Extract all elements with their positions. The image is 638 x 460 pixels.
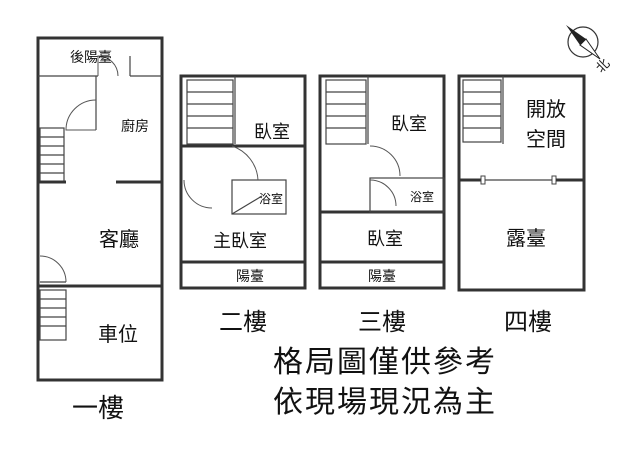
floor-4-outline — [457, 74, 586, 292]
floor-2-balcony-label: 陽臺 — [236, 269, 264, 285]
floor-4-terrace-label: 露臺 — [506, 226, 546, 250]
notice-line-2: 依現場現況為主 — [273, 385, 497, 420]
floor-1-plan: 後陽臺 廚房 客廳 車位 一樓 — [36, 36, 164, 424]
rear-balcony-door — [97, 55, 119, 77]
floor-2-label: 二樓 — [219, 308, 267, 336]
floor-3-bedroom-door — [369, 145, 401, 177]
floor-1-stairs-upper — [39, 127, 65, 183]
floor-3-stairs — [325, 79, 367, 145]
floor-2-bedroom-door — [231, 145, 259, 181]
parking-label: 車位 — [98, 322, 138, 346]
floor-2-bathroom-label: 浴室 — [259, 191, 283, 206]
floor-3-label: 三樓 — [358, 308, 406, 336]
floor-1-label: 一樓 — [72, 394, 124, 424]
floor-1-stairs-lower — [39, 289, 67, 341]
floor-4-stairs — [462, 79, 502, 143]
floor-4-plan: 開放 空間 露臺 四樓 — [457, 74, 586, 336]
floor-3-outline — [318, 74, 446, 290]
compass-north-glyph: 北 — [593, 56, 613, 76]
floor-3-balcony-label: 陽臺 — [368, 269, 396, 285]
parking-door — [39, 255, 67, 283]
floor-3-bathroom-box — [369, 177, 445, 213]
notice-line-1: 格局圖僅供參考 — [273, 345, 497, 380]
floor-3-bathroom-label: 浴室 — [410, 189, 434, 204]
floor-4-label: 四樓 — [504, 308, 552, 336]
floor-2-bathroom-box — [231, 179, 287, 215]
floor-1-outline — [36, 36, 164, 382]
compass-icon: 北 — [566, 25, 613, 76]
floor-2-master-door — [183, 179, 213, 209]
floor-3-bedroom-bottom-label: 臥室 — [367, 229, 403, 250]
floor-4-open-space-label-1: 開放 — [526, 97, 566, 121]
floor-3-bathroom-door — [369, 179, 397, 207]
floor-3-plan: 臥室 浴室 臥室 陽臺 三樓 — [318, 74, 446, 336]
rear-balcony-label: 後陽臺 — [70, 50, 112, 66]
kitchen-door — [65, 99, 97, 131]
floor-2-outline — [179, 74, 307, 290]
floor-2-plan: 臥室 浴室 主臥室 陽臺 二樓 — [179, 74, 307, 336]
floor-2-bedroom-label: 臥室 — [254, 122, 290, 143]
floor-2-stairs — [186, 79, 234, 145]
floor-3-bedroom-top-label: 臥室 — [391, 114, 427, 135]
kitchen-label: 廚房 — [121, 118, 149, 135]
living-room-label: 客廳 — [99, 227, 139, 251]
floor-4-open-space-label-2: 空間 — [526, 127, 566, 151]
floor-2-master-bedroom-label: 主臥室 — [213, 231, 267, 252]
